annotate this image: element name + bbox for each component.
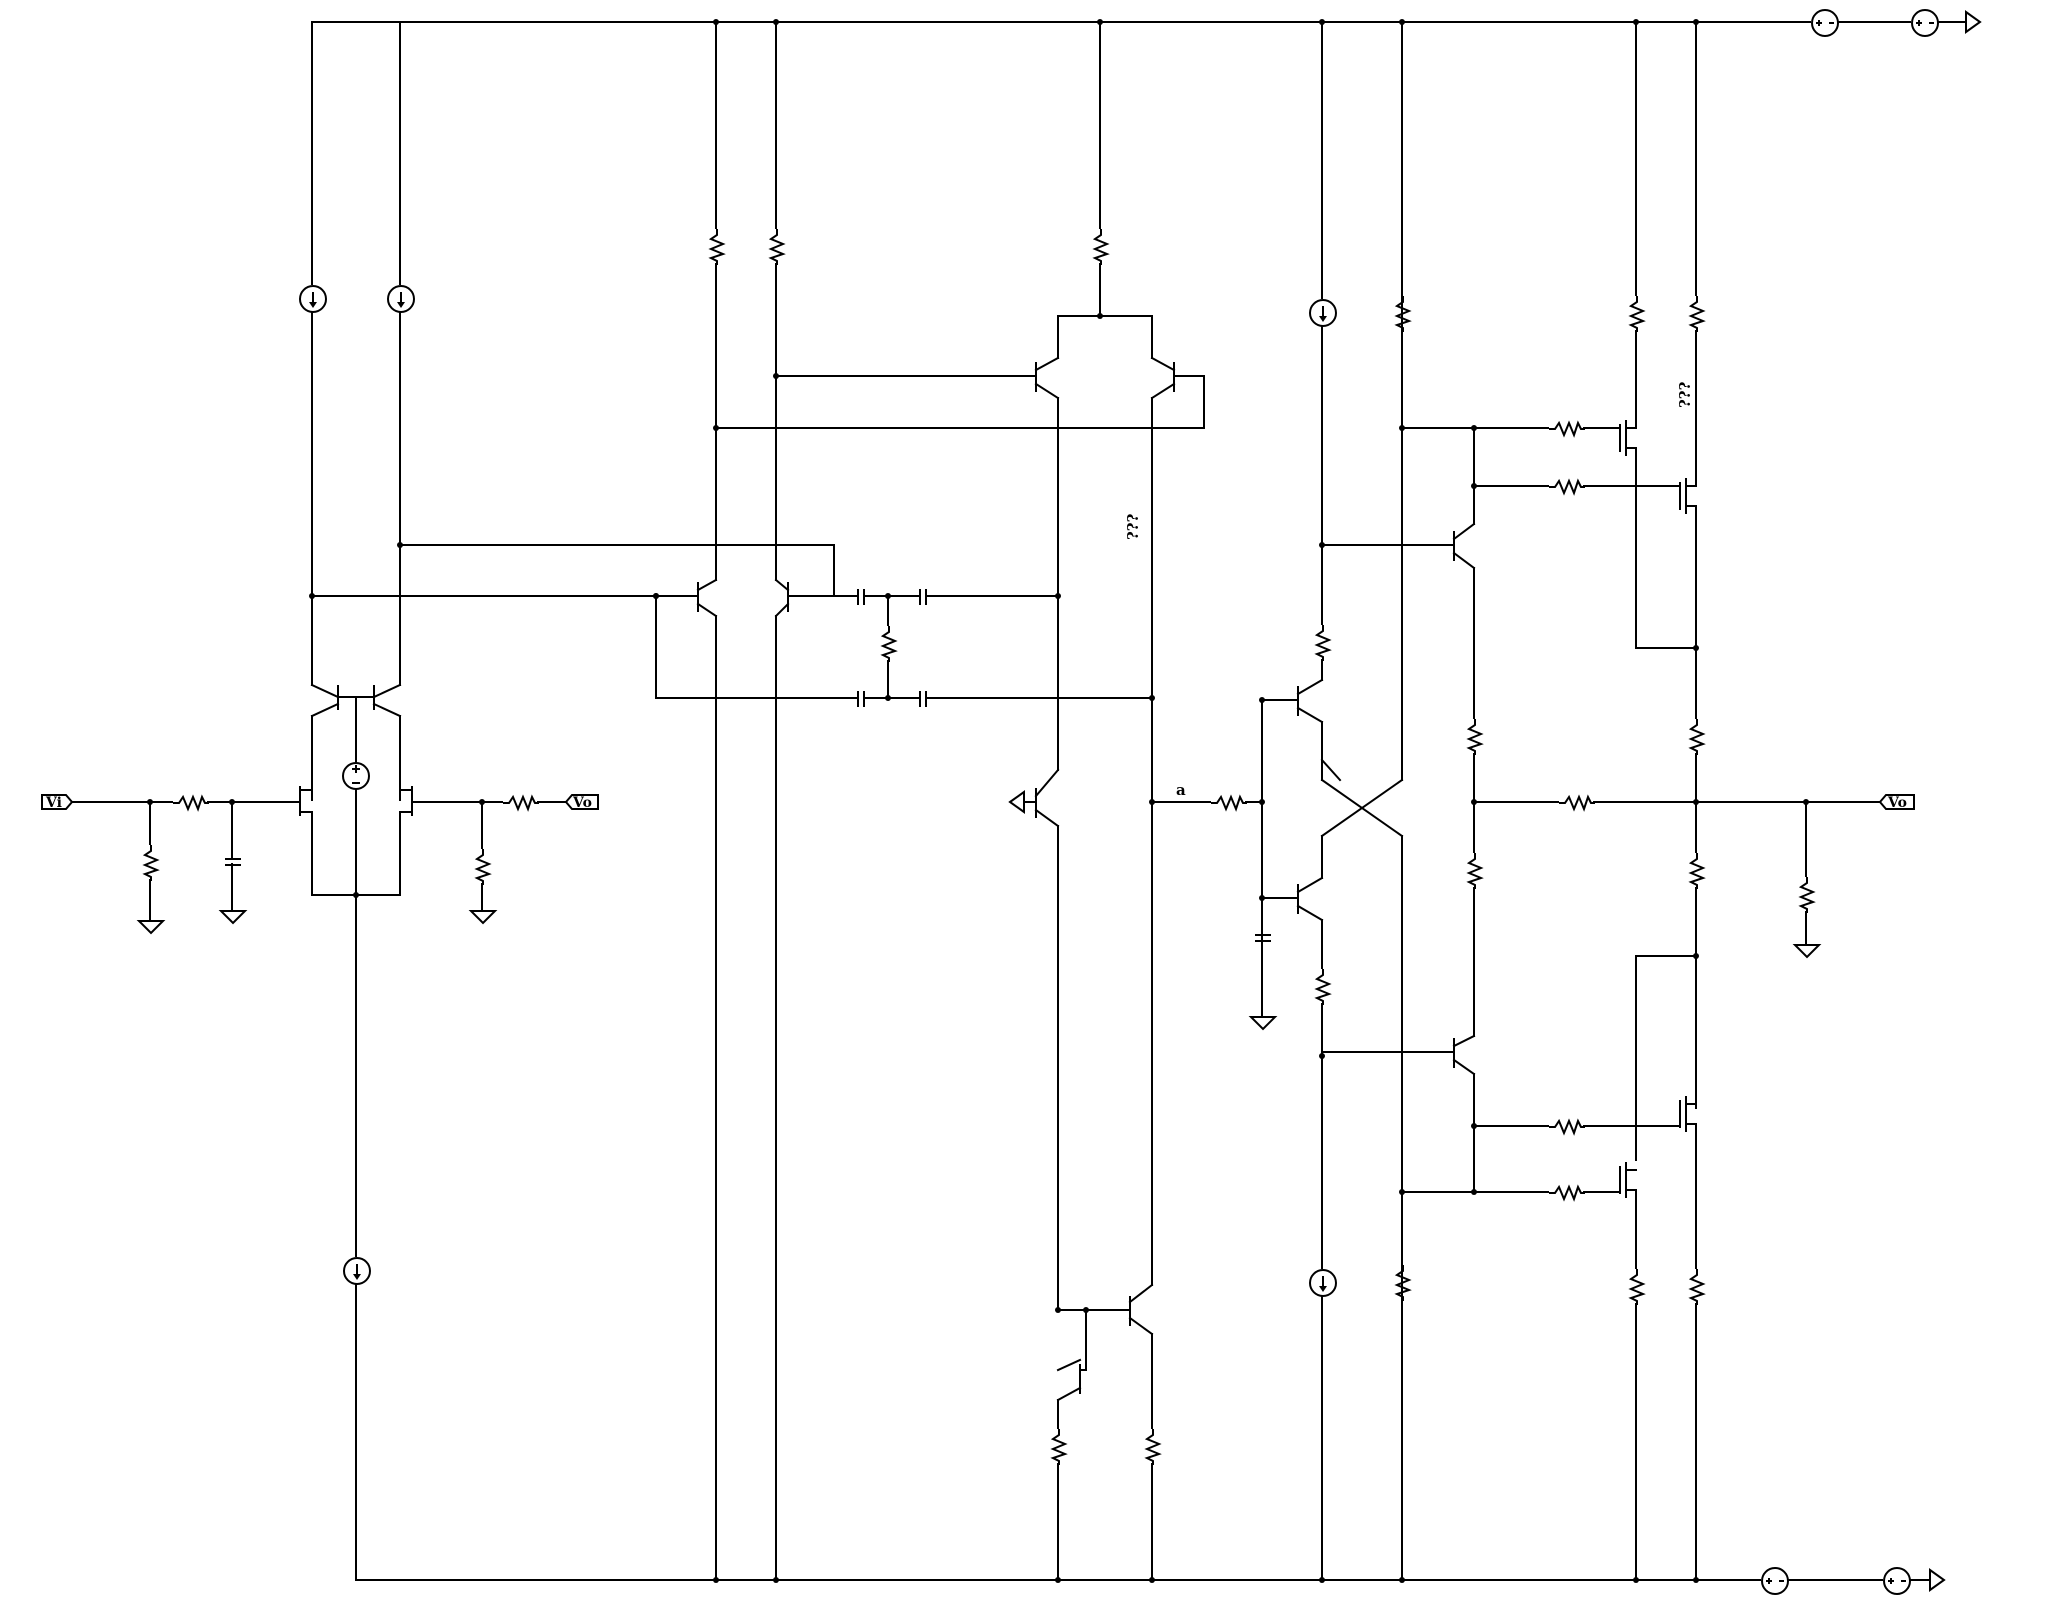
negative-supply-source <box>1761 1567 1789 1595</box>
positive-rail-terminal <box>1965 10 1982 34</box>
negative-rail-terminal <box>1929 1568 1946 1592</box>
driver-stage: a <box>1149 19 1405 1583</box>
vi-label: Vi <box>45 795 62 811</box>
cascode-stage <box>309 19 857 1583</box>
vo-output-label: Vo <box>1887 795 1907 811</box>
vi-input-port[interactable] <box>41 794 74 810</box>
tail-current-source <box>343 1257 371 1285</box>
negative-supply-source-2 <box>1883 1567 1911 1595</box>
unknown-label-2: ??? <box>1676 381 1694 408</box>
vas-stage <box>1008 768 1160 1583</box>
compensation-network <box>653 588 1155 708</box>
vo-feedback-label: Vo <box>572 795 592 811</box>
differential-pair: ??? <box>713 19 1205 1286</box>
output-stage: ??? Vo <box>1321 19 1915 1583</box>
positive-supply-source-2 <box>1911 9 1939 37</box>
unknown-label-1: ??? <box>1124 513 1142 540</box>
vo-output-port[interactable] <box>1878 794 1915 810</box>
positive-supply-source <box>1811 9 1839 37</box>
vo-feedback-port[interactable] <box>564 794 599 810</box>
input-stage: Vi Vo <box>41 21 599 1581</box>
positive-rail <box>311 9 1982 37</box>
bias-terminal <box>1008 790 1025 814</box>
node-a-label: a <box>1176 781 1186 799</box>
